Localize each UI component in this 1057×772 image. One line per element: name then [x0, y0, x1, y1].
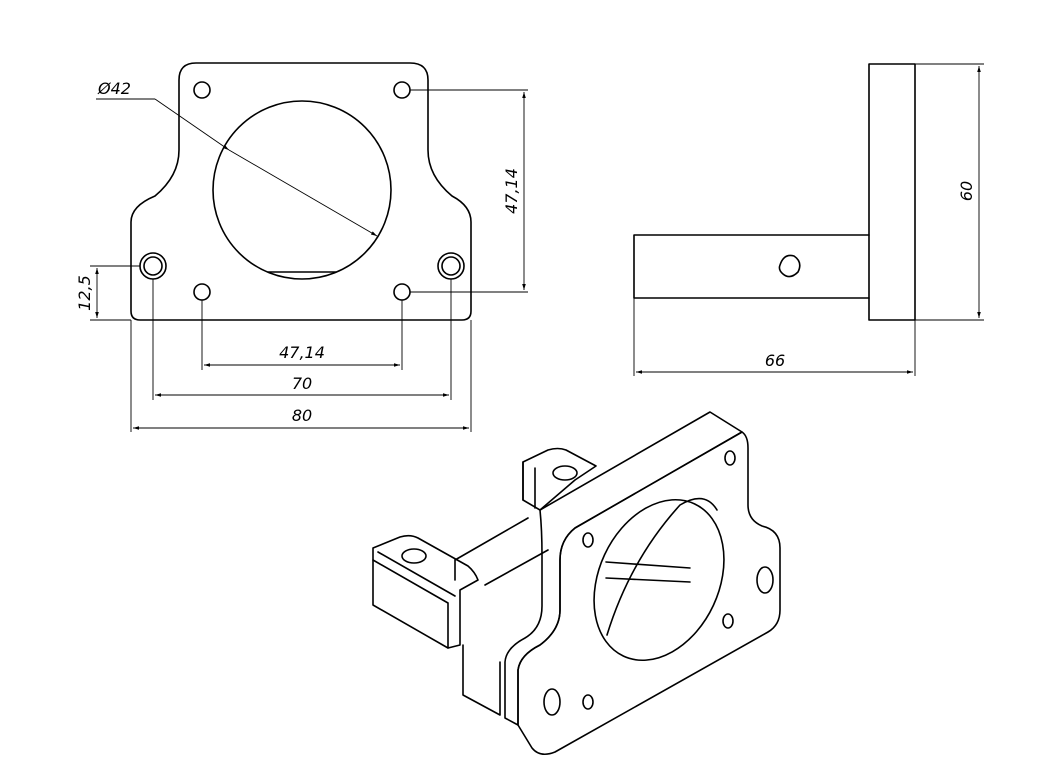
side-depth-label: 66 — [765, 351, 785, 370]
hole-bottom-left — [193, 283, 211, 301]
iso-face-hole-1 — [724, 450, 736, 466]
front-plate-outline — [130, 62, 472, 321]
iso-front-foot — [372, 534, 479, 649]
diameter-label: Ø42 — [97, 79, 131, 98]
mount-hole-left-inner — [143, 256, 163, 276]
front-extension-lines — [90, 89, 528, 432]
side-height-label: 60 — [957, 181, 976, 201]
overall-width-label: 80 — [292, 406, 312, 425]
side-arm — [633, 234, 870, 299]
iso-back-foot-edge — [522, 461, 536, 509]
vertical-hole-label: 47,14 — [502, 168, 521, 214]
iso-face-hole-3 — [722, 613, 734, 629]
iso-face-hole-2 — [582, 532, 594, 548]
hole-bottom-right — [393, 283, 411, 301]
diameter-dimension: Ø42 — [96, 79, 378, 237]
iso-plate-face — [517, 431, 781, 756]
iso-face-hole-6 — [543, 688, 561, 716]
iso-bore-rod — [605, 561, 691, 583]
mount-spacing-label: 70 — [292, 374, 312, 393]
mount-spacing-dimension: 70 — [155, 374, 449, 397]
iso-back-foot-hole — [552, 465, 578, 481]
side-plate — [868, 63, 916, 321]
iso-face-hole-4 — [582, 694, 594, 710]
bore-circle — [212, 100, 392, 280]
vertical-hole-dimension: 47,14 — [502, 92, 526, 290]
side-hole — [778, 254, 801, 278]
iso-face-hole-5 — [756, 566, 774, 594]
iso-lower-block — [462, 644, 501, 716]
mount-hole-right-inner — [441, 256, 461, 276]
iso-front-foot-edges — [372, 551, 456, 649]
horizontal-hole-label: 47,14 — [279, 343, 325, 362]
horizontal-hole-dimension: 47,14 — [204, 343, 400, 367]
side-height-dimension: 60 — [957, 66, 981, 318]
side-view: 60 66 — [633, 63, 984, 376]
front-view: Ø42 47,14 12,5 47,14 70 80 — [75, 62, 528, 432]
hole-top-left — [193, 81, 211, 99]
overall-width-dimension: 80 — [133, 406, 469, 430]
side-depth-dimension: 66 — [636, 351, 913, 374]
side-extension-lines — [633, 63, 984, 376]
iso-back-foot — [522, 447, 597, 511]
iso-arm — [454, 517, 549, 586]
mount-height-label: 12,5 — [75, 275, 94, 311]
iso-bore-outer — [593, 498, 725, 662]
isometric-view — [372, 411, 781, 756]
iso-front-foot-hole — [401, 548, 427, 564]
iso-plate-side — [504, 411, 743, 726]
hole-top-right — [393, 81, 411, 99]
mount-height-dimension: 12,5 — [75, 268, 99, 318]
iso-bore-inner — [606, 497, 718, 636]
